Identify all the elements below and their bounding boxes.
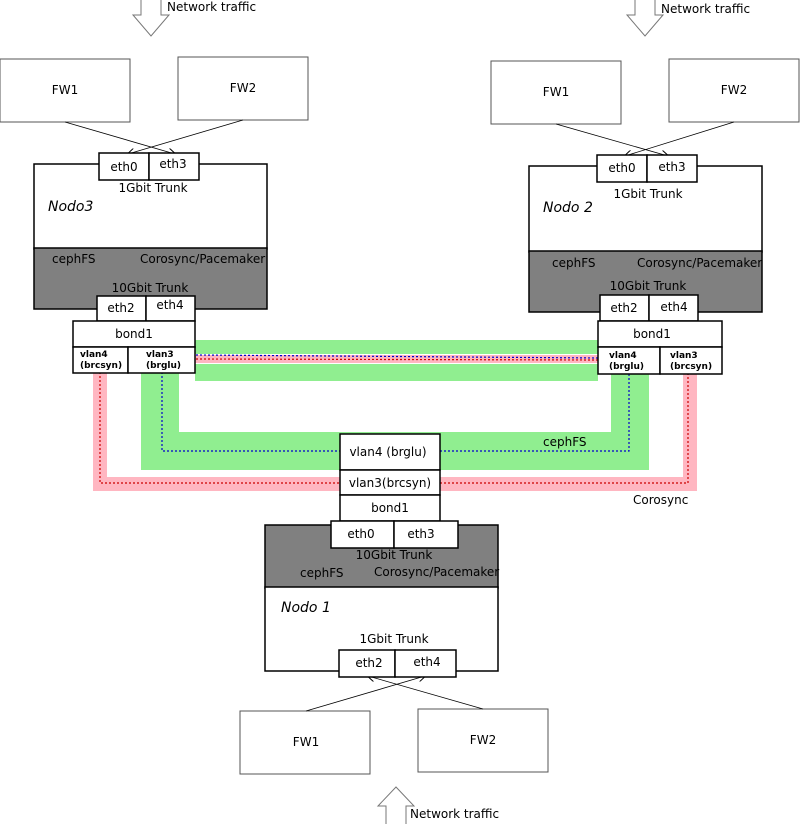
svg-text:1Gbit Trunk: 1Gbit Trunk xyxy=(359,632,428,646)
node-nodo2-title: Nodo 2 xyxy=(543,200,593,216)
fw-links-nodo3 xyxy=(64,119,244,154)
svg-text:FW2: FW2 xyxy=(470,733,496,747)
firewall-fw1-left: FW1 xyxy=(0,58,131,123)
nodo3-eth2-port: eth2 xyxy=(96,295,147,322)
fw-links-nodo1 xyxy=(305,676,484,712)
nodo2-eth3-port: eth3 xyxy=(646,154,698,183)
nodo3-eth3-port: eth3 xyxy=(148,152,200,181)
svg-text:eth3: eth3 xyxy=(159,157,186,171)
svg-text:vlan3: vlan3 xyxy=(670,351,698,361)
firewall-fw1-right: FW1 xyxy=(490,60,622,125)
svg-text:FW1: FW1 xyxy=(543,85,569,99)
nodo2-eth2-port: eth2 xyxy=(599,294,650,322)
firewall-fw2-bottom: FW2 xyxy=(417,708,549,773)
nodo3-vlan3: vlan3 (brglu) xyxy=(127,346,196,374)
svg-text:eth3: eth3 xyxy=(407,527,434,541)
traffic-label-left: Network traffic xyxy=(167,0,256,14)
svg-text:1Gbit Trunk: 1Gbit Trunk xyxy=(613,187,682,201)
svg-text:10Gbit Trunk: 10Gbit Trunk xyxy=(112,281,189,295)
svg-text:eth4: eth4 xyxy=(156,298,183,312)
svg-text:eth2: eth2 xyxy=(610,301,637,315)
red-vlan-line xyxy=(99,358,689,484)
blue-vlan-line xyxy=(161,354,630,452)
svg-text:cephFS: cephFS xyxy=(52,252,96,266)
svg-text:eth2: eth2 xyxy=(107,301,134,315)
svg-text:bond1: bond1 xyxy=(115,327,153,341)
svg-text:eth0: eth0 xyxy=(608,161,635,175)
node-nodo3-title: Nodo3 xyxy=(48,199,93,215)
svg-text:vlan4: vlan4 xyxy=(80,350,108,360)
svg-text:(brcsyn): (brcsyn) xyxy=(80,361,122,371)
node-nodo1: 10Gbit Trunk cephFS Corosync/Pacemaker N… xyxy=(264,524,499,672)
nodo2-eth4-port: eth4 xyxy=(648,294,699,322)
cephfs-link-label: cephFS xyxy=(543,435,587,449)
svg-text:vlan4: vlan4 xyxy=(609,351,637,361)
svg-text:eth0: eth0 xyxy=(347,527,374,541)
svg-text:10Gbit Trunk: 10Gbit Trunk xyxy=(356,548,433,562)
nodo1-eth4-port: eth4 xyxy=(394,649,457,678)
nodo1-eth2-port: eth2 xyxy=(338,649,396,678)
svg-text:eth3: eth3 xyxy=(658,160,685,174)
nodo1-vlan4-brglu: vlan4 (brglu) xyxy=(339,433,441,471)
corosync-link-label: Corosync xyxy=(633,493,688,507)
svg-text:eth2: eth2 xyxy=(355,656,382,670)
svg-text:FW2: FW2 xyxy=(230,81,256,95)
nodo1-eth0-port: eth0 xyxy=(330,520,395,549)
nodo1-vlan3-brcsyn: vlan3(brcsyn) xyxy=(339,469,441,496)
nodo1-eth3-port: eth3 xyxy=(393,520,459,549)
svg-text:FW1: FW1 xyxy=(52,83,78,97)
svg-text:10Gbit Trunk: 10Gbit Trunk xyxy=(610,279,687,293)
svg-text:bond1: bond1 xyxy=(371,501,409,515)
nodo3-eth0-port: eth0 xyxy=(98,152,150,181)
nodo2-vlan4: vlan4 (brglu) xyxy=(597,346,661,375)
svg-text:Corosync/Pacemaker: Corosync/Pacemaker xyxy=(637,256,762,270)
nodo3-eth4-port: eth4 xyxy=(145,295,196,322)
svg-text:FW1: FW1 xyxy=(293,735,319,749)
fw-links-nodo2 xyxy=(555,121,735,156)
traffic-arrow-bottom xyxy=(376,786,416,824)
node-nodo3: Nodo3 1Gbit Trunk cephFS Corosync/Pacema… xyxy=(33,163,268,310)
svg-text:cephFS: cephFS xyxy=(300,566,344,580)
svg-text:FW2: FW2 xyxy=(721,83,747,97)
nodo2-bond1: bond1 xyxy=(597,320,723,348)
svg-text:Corosync/Pacemaker: Corosync/Pacemaker xyxy=(374,565,499,579)
firewall-fw1-bottom: FW1 xyxy=(239,710,371,775)
nodo3-vlan4: vlan4 (brcsyn) xyxy=(72,346,129,374)
svg-text:eth4: eth4 xyxy=(660,300,687,314)
svg-text:eth0: eth0 xyxy=(110,160,137,174)
svg-text:vlan3: vlan3 xyxy=(146,350,174,360)
traffic-arrow-right xyxy=(625,0,665,37)
svg-text:(brcsyn): (brcsyn) xyxy=(670,362,712,372)
node-nodo2: Nodo 2 1Gbit Trunk cephFS Corosync/Pacem… xyxy=(528,165,763,313)
svg-text:vlan4 (brglu): vlan4 (brglu) xyxy=(349,445,426,459)
nodo2-eth0-port: eth0 xyxy=(596,154,648,183)
svg-text:Corosync/Pacemaker: Corosync/Pacemaker xyxy=(140,252,265,266)
traffic-label-right: Network traffic xyxy=(661,2,750,16)
node-nodo1-title: Nodo 1 xyxy=(281,600,331,616)
firewall-fw2-left: FW2 xyxy=(177,56,309,121)
svg-text:eth4: eth4 xyxy=(413,655,440,669)
nodo1-bond1: bond1 xyxy=(339,494,441,522)
svg-text:(brglu): (brglu) xyxy=(609,362,644,372)
nodo3-bond1: bond1 xyxy=(72,320,196,348)
svg-text:(brglu): (brglu) xyxy=(146,361,181,371)
traffic-label-bottom: Network traffic xyxy=(410,807,499,821)
traffic-arrow-left xyxy=(131,0,171,37)
nodo2-vlan3: vlan3 (brcsyn) xyxy=(659,346,723,375)
svg-text:cephFS: cephFS xyxy=(552,256,596,270)
svg-text:1Gbit Trunk: 1Gbit Trunk xyxy=(118,181,187,195)
svg-text:vlan3(brcsyn): vlan3(brcsyn) xyxy=(349,476,431,490)
firewall-fw2-right: FW2 xyxy=(668,58,800,123)
svg-text:bond1: bond1 xyxy=(633,327,671,341)
